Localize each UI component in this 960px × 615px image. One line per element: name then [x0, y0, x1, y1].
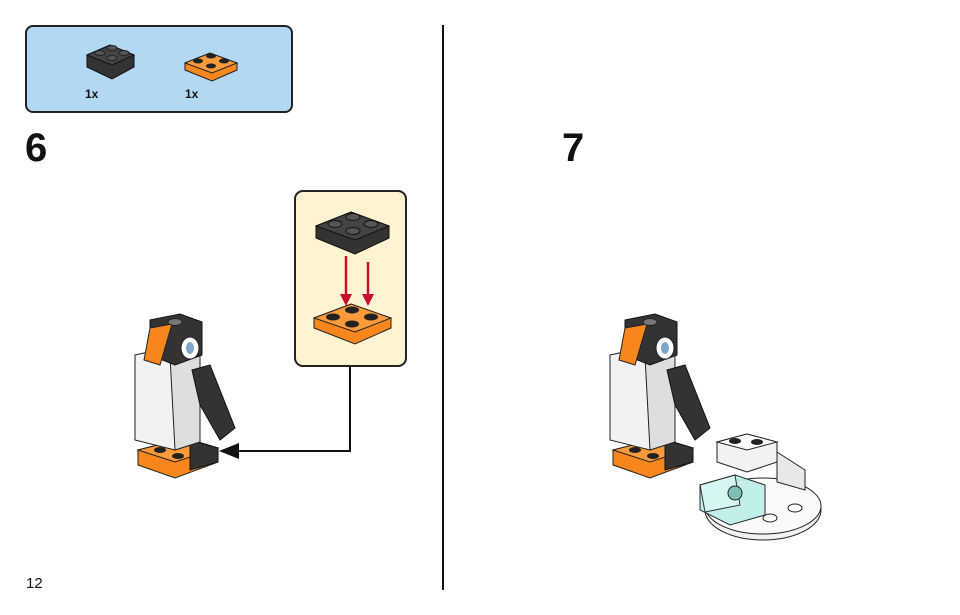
penguin-model-step6-icon: [134, 313, 236, 479]
ice-floe-model-icon: [699, 433, 822, 541]
step-number-6: 6: [25, 126, 48, 170]
subassembly-callout: [294, 190, 407, 367]
parts-list-box: 1x 1x: [25, 25, 293, 113]
step-number-7: 7: [562, 126, 585, 170]
part-qty-black-slope: 1x: [85, 87, 99, 101]
penguin-model-step7-icon: [609, 313, 711, 479]
black-slope-brick-icon: [314, 211, 391, 255]
red-arrows-icon: [340, 256, 374, 306]
black-inverted-slope-brick-icon: [85, 44, 136, 80]
orange-plate-icon: [183, 52, 239, 82]
page-divider: [442, 25, 444, 590]
page-number: 12: [26, 575, 43, 592]
callout-arrow-icon: [219, 367, 351, 459]
part-qty-orange-plate: 1x: [185, 87, 199, 101]
orange-plate-icon: [312, 303, 393, 345]
